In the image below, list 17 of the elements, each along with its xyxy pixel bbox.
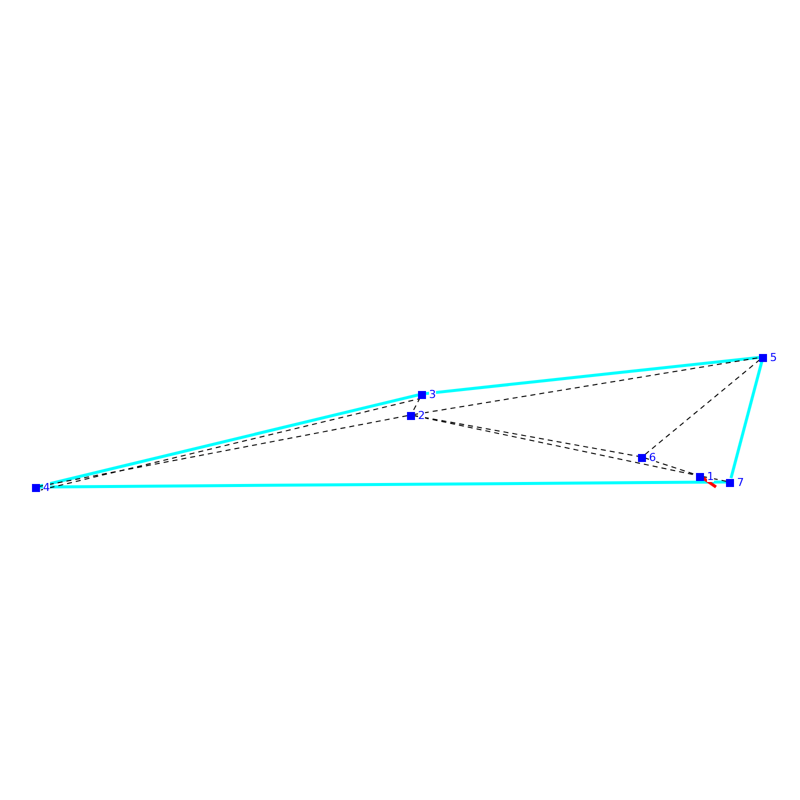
point-label: 2	[418, 410, 425, 421]
point-label: 7	[737, 477, 744, 488]
point-label: 5	[770, 352, 777, 363]
line-segment	[40, 480, 726, 488]
dashed-line	[644, 359, 760, 455]
point-label: 1	[707, 471, 714, 482]
point-label: 4	[43, 482, 50, 493]
dashed-line	[412, 397, 421, 412]
dashed-line	[39, 415, 408, 487]
dashed-line	[414, 415, 639, 457]
point-label: 3	[429, 389, 436, 400]
dashed-line	[414, 357, 760, 415]
line-segment	[426, 356, 760, 396]
line-segment	[702, 477, 717, 488]
point-label: 6	[649, 452, 656, 463]
dashed-line	[703, 476, 727, 482]
line-segment	[730, 360, 764, 479]
